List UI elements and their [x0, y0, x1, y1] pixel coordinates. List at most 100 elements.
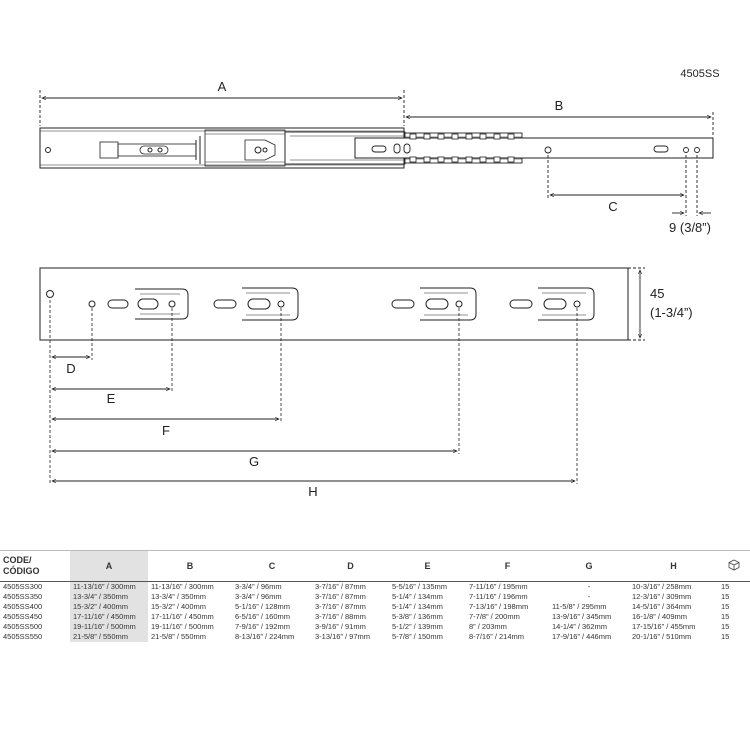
cell-d: 3-9/16” / 91mm — [315, 622, 366, 631]
extension-lines — [49, 300, 578, 484]
cell-f: 7-11/16” / 196mm — [469, 592, 528, 601]
technical-drawing: 4505SS — [39, 68, 720, 499]
cell-a: 21-5/8” / 550mm — [70, 632, 148, 642]
cell-b: 19-11/16” / 500mm — [151, 622, 214, 631]
cell-d: 3-7/16” / 88mm — [315, 612, 366, 621]
column-header-d: D — [347, 560, 354, 571]
cell-c: 7-9/16” / 192mm — [235, 622, 291, 631]
cell-c: 3-3/4” / 96mm — [235, 592, 282, 601]
table-row: 4505SS400 15-3/2” / 400mm 15-3/2” / 400m… — [0, 602, 750, 612]
cell-b: 17-11/16” / 450mm — [151, 612, 214, 621]
dimension-b-label: B — [555, 98, 564, 113]
code-header-line-1: CODE/ — [3, 555, 32, 565]
cell-c: 3-3/4” / 96mm — [235, 582, 282, 591]
cell-c: 8-13/16” / 224mm — [235, 632, 295, 641]
cell-a: 17-11/16” / 450mm — [70, 612, 148, 622]
code-cell: 4505SS350 — [3, 592, 43, 601]
height-in-label: (1-3/4”) — [650, 305, 693, 320]
table-row: 4505SS450 17-11/16” / 450mm 17-11/16” / … — [0, 612, 750, 622]
cell-h: 20-1/16” / 510mm — [632, 632, 692, 641]
cell-qty: 15 — [721, 582, 730, 591]
cell-g: - — [587, 582, 591, 591]
cell-e: 5-1/4” / 134mm — [392, 602, 443, 611]
table-row: 4505SS500 19-11/16” / 500mm 19-11/16” / … — [0, 622, 750, 632]
cell-a: 13-3/4” / 350mm — [70, 592, 148, 602]
cell-g: 13-9/16” / 345mm — [552, 612, 612, 621]
dimension-f-label: F — [162, 423, 170, 438]
code-header-line-2: CÓDIGO — [3, 566, 40, 576]
cell-h: 16-1/8” / 409mm — [632, 612, 688, 621]
column-header-f: F — [504, 560, 511, 571]
dimension-b — [406, 112, 714, 136]
cell-f: 8” / 203mm — [469, 622, 507, 631]
cell-b: 21-5/8” / 550mm — [151, 632, 207, 641]
quantity-header — [718, 551, 750, 582]
cell-c: 6-5/16” / 160mm — [235, 612, 291, 621]
cell-qty: 15 — [721, 592, 730, 601]
dimension-e-label: E — [107, 391, 116, 406]
code-header: CODE/ CÓDIGO — [0, 551, 70, 582]
code-cell: 4505SS450 — [3, 612, 43, 621]
dimension-g-label: G — [249, 454, 259, 469]
cell-a: 11-13/16” / 300mm — [70, 581, 148, 592]
column-header-a: A — [70, 550, 148, 582]
cell-qty: 15 — [721, 602, 730, 611]
cell-c: 5-1/16” / 128mm — [235, 602, 291, 611]
dimension-c — [547, 155, 711, 216]
spec-table: CODE/ CÓDIGO A B C D E F G H 450 — [0, 550, 750, 642]
cell-f: 7-7/8” / 200mm — [469, 612, 520, 621]
height-mm-label: 45 — [650, 286, 664, 301]
cell-b: 13-3/4” / 350mm — [151, 592, 207, 601]
model-number: 4505SS — [680, 68, 719, 80]
cell-e: 5-1/2” / 139mm — [392, 622, 443, 631]
box-icon — [728, 559, 740, 570]
column-header-c: C — [268, 560, 276, 571]
dimension-a — [39, 90, 405, 126]
cell-b: 11-13/16” / 300mm — [151, 582, 214, 591]
table-row: 4505SS350 13-3/4” / 350mm 13-3/4” / 350m… — [0, 592, 750, 602]
cell-d: 3-13/16” / 97mm — [315, 632, 371, 641]
cell-d: 3-7/16” / 87mm — [315, 582, 366, 591]
cell-d: 3-7/16” / 87mm — [315, 602, 366, 611]
cell-h: 14-5/16” / 364mm — [632, 602, 692, 611]
dimension-a-label: A — [218, 79, 227, 94]
cell-h: 10-3/16” / 258mm — [632, 582, 692, 591]
cell-qty: 15 — [721, 612, 730, 621]
code-cell: 4505SS550 — [3, 632, 43, 641]
spec-table-container: CODE/ CÓDIGO A B C D E F G H 450 — [0, 550, 750, 642]
height-dimension — [628, 267, 645, 341]
code-cell: 4505SS400 — [3, 602, 43, 611]
ball-bearings — [409, 133, 515, 163]
cell-e: 5-7/8” / 150mm — [392, 632, 443, 641]
slide-top-view — [39, 127, 714, 169]
column-header-b: B — [186, 560, 194, 571]
dimension-lines-d-h — [52, 357, 575, 481]
cell-e: 5-1/4” / 134mm — [392, 592, 443, 601]
cell-h: 17-15/16” / 455mm — [632, 622, 696, 631]
dimension-c-label: C — [608, 199, 617, 214]
cell-e: 5-3/8” / 136mm — [392, 612, 443, 621]
inner-member-side-view — [39, 267, 629, 341]
cell-f: 7-11/16” / 195mm — [469, 582, 528, 591]
table-row: 4505SS550 21-5/8” / 550mm 21-5/8” / 550m… — [0, 632, 750, 642]
cell-qty: 15 — [721, 622, 730, 631]
column-header-g: G — [585, 560, 593, 571]
cell-a: 19-11/16” / 500mm — [70, 622, 148, 632]
cell-g: - — [587, 592, 591, 601]
code-cell: 4505SS300 — [3, 582, 43, 591]
cell-g: 14-1/4” / 362mm — [552, 622, 608, 631]
table-row: 4505SS300 11-13/16” / 300mm 11-13/16” / … — [0, 581, 750, 592]
column-header-h: H — [670, 560, 677, 571]
table-header-row: CODE/ CÓDIGO A B C D E F G H — [0, 550, 750, 582]
cell-f: 8-7/16” / 214mm — [469, 632, 525, 641]
dimension-h-label: H — [308, 484, 317, 499]
cell-a: 15-3/2” / 400mm — [70, 602, 148, 612]
column-header-e: E — [424, 560, 431, 571]
cell-b: 15-3/2” / 400mm — [151, 602, 207, 611]
cell-g: 11-5/8” / 295mm — [552, 602, 607, 611]
offset-dimension-label: 9 (3/8”) — [669, 220, 711, 235]
cell-d: 3-7/16” / 87mm — [315, 592, 366, 601]
cell-h: 12-3/16” / 309mm — [632, 592, 692, 601]
cell-g: 17-9/16” / 446mm — [552, 632, 612, 641]
inner-member-holes — [371, 143, 700, 154]
